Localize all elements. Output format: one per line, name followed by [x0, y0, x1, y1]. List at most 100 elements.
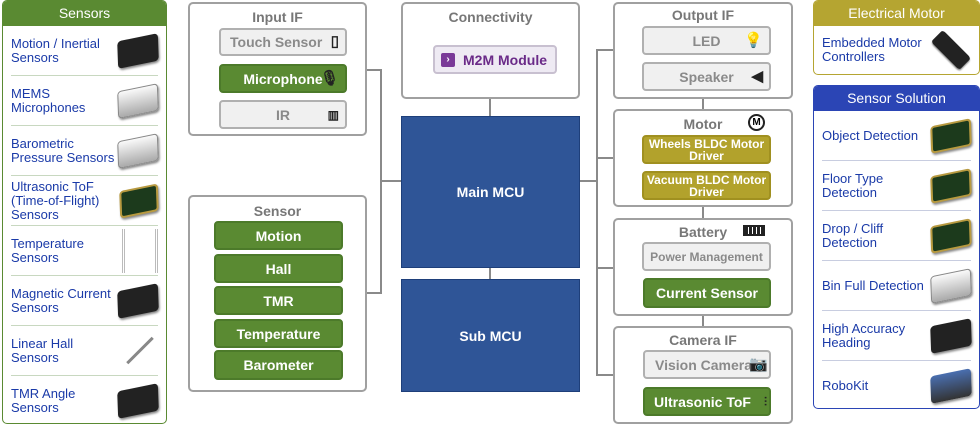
motion-button[interactable]: Motion: [214, 221, 343, 250]
item-label: Embedded Motor Controllers: [822, 35, 922, 64]
battery-title: Battery: [678, 224, 728, 240]
motor-box: Motor M Wheels BLDC Motor Driver Vacuum …: [613, 109, 793, 207]
drop-cliff-detection-link[interactable]: Drop / Cliff Detection: [822, 211, 972, 261]
ir-button[interactable]: IR ▥: [219, 100, 347, 129]
item-label: Floor Type Detection: [822, 170, 884, 200]
input-if-title: Input IF: [252, 9, 303, 25]
chip-image: [930, 167, 972, 204]
microphone-icon: 🎙: [319, 69, 339, 87]
sensor-link-magnetic[interactable]: Magnetic Current Sensors: [11, 276, 159, 326]
item-label: Bin Full Detection: [822, 277, 924, 293]
board-image: [930, 368, 972, 404]
soundwave-icon: ⫶: [763, 394, 767, 409]
motor-icon: M: [748, 114, 765, 131]
tmr-button[interactable]: TMR: [214, 286, 343, 315]
sensor-link-tmr[interactable]: TMR Angle Sensors: [11, 376, 159, 423]
chip-image: [117, 32, 159, 69]
chip-image: [117, 282, 159, 319]
barometer-button[interactable]: Barometer: [214, 350, 343, 380]
sensor-link-linear-hall[interactable]: Linear Hall Sensors: [11, 326, 158, 376]
item-label: Barometric Pressure Sensors: [11, 135, 115, 165]
microphone-button[interactable]: Microphone🎙: [219, 64, 347, 93]
wheels-bldc-button[interactable]: Wheels BLDC Motor Driver: [642, 135, 771, 164]
sensors-panel-title: Sensors: [3, 1, 166, 26]
power-management-button[interactable]: Power Management: [642, 242, 771, 271]
sensor-link-ultrasonic[interactable]: Ultrasonic ToF (Time-of-Flight) Sensors: [11, 176, 159, 226]
chip-image: [117, 132, 159, 169]
floor-type-detection-link[interactable]: Floor Type Detection: [822, 161, 972, 211]
sensor-solution-panel: Sensor Solution Object Detection Floor T…: [813, 85, 980, 409]
temperature-button[interactable]: Temperature: [214, 319, 343, 348]
item-label: Temperature Sensors: [11, 235, 84, 265]
electrical-motor-panel: Electrical Motor Embedded Motor Controll…: [813, 0, 980, 75]
sensor-box: Sensor Motion Hall TMR Temperature Barom…: [188, 195, 367, 392]
vacuum-bldc-button[interactable]: Vacuum BLDC Motor Driver: [642, 171, 771, 200]
m2m-module-button[interactable]: › M2M Module: [433, 45, 557, 74]
object-detection-link[interactable]: Object Detection: [822, 111, 972, 161]
battery-icon: [743, 225, 765, 236]
item-label: High Accuracy Heading: [822, 320, 906, 350]
speaker-button[interactable]: Speaker ◀: [642, 62, 771, 91]
hall-button[interactable]: Hall: [214, 254, 343, 283]
camera-if-box: Camera IF Vision Camera📷 Ultrasonic ToF ⫶: [613, 326, 793, 424]
label: IR: [276, 106, 290, 123]
chip-image: [119, 182, 159, 219]
label: Ultrasonic ToF: [654, 393, 751, 410]
chip-image: [930, 29, 972, 71]
sub-mcu-block[interactable]: Sub MCU: [401, 279, 580, 392]
light-bulb-icon: 💡: [744, 31, 763, 49]
item-label: MEMS Microphones: [11, 85, 86, 115]
chip-image: [930, 267, 972, 304]
vision-camera-button[interactable]: Vision Camera📷: [643, 350, 771, 379]
item-label: Ultrasonic ToF (Time-of-Flight) Sensors: [11, 178, 100, 222]
label: M2M Module: [463, 51, 547, 68]
sensor-link-temperature[interactable]: Temperature Sensors: [11, 226, 158, 276]
robokit-link[interactable]: RoboKit: [822, 361, 972, 408]
sensors-panel: Sensors Motion / Inertial Sensors MEMS M…: [2, 0, 167, 424]
bin-full-detection-link[interactable]: Bin Full Detection: [822, 261, 972, 311]
connectivity-title: Connectivity: [448, 9, 533, 25]
high-accuracy-heading-link[interactable]: High Accuracy Heading: [822, 311, 972, 361]
chip-image: [117, 82, 159, 119]
item-label: TMR Angle Sensors: [11, 386, 76, 415]
sensor-link-mems[interactable]: MEMS Microphones: [11, 76, 159, 126]
item-label: Object Detection: [822, 127, 919, 143]
chevron-right-icon: ›: [441, 52, 455, 67]
item-label: Magnetic Current Sensors: [11, 285, 111, 315]
battery-box: Battery Power Management Current Sensor: [613, 218, 793, 316]
sensor-link-barometric[interactable]: Barometric Pressure Sensors: [11, 126, 159, 176]
main-mcu-block[interactable]: Main MCU: [401, 116, 580, 268]
item-label: RoboKit: [822, 378, 869, 393]
chip-image: [930, 317, 972, 354]
output-if-title: Output IF: [671, 7, 735, 23]
chip-image: [117, 383, 159, 419]
ultrasonic-tof-button[interactable]: Ultrasonic ToF ⫶: [643, 387, 771, 416]
label: Touch Sensor: [230, 34, 323, 50]
connectivity-box: Connectivity › M2M Module: [401, 2, 580, 99]
label: Microphone: [243, 70, 323, 87]
sensor-link-motion[interactable]: Motion / Inertial Sensors: [11, 26, 159, 76]
speaker-icon: ◀: [751, 67, 763, 85]
item-label: Drop / Cliff Detection: [822, 220, 884, 250]
item-label: Motion / Inertial Sensors: [11, 35, 100, 65]
led-button[interactable]: LED 💡: [642, 26, 771, 55]
camera-icon: 📷: [749, 355, 768, 373]
item-label: Linear Hall Sensors: [11, 335, 74, 365]
input-if-box: Input IF Touch Sensor ▯ Microphone🎙 IR ▥: [188, 2, 367, 136]
touch-sensor-button[interactable]: Touch Sensor ▯: [219, 28, 347, 56]
embedded-motor-controllers-link[interactable]: Embedded Motor Controllers: [822, 25, 972, 74]
to92-image: [126, 336, 154, 365]
label: Speaker: [679, 68, 734, 85]
camera-if-title: Camera IF: [669, 332, 737, 348]
output-if-box: Output IF LED 💡 Speaker ◀: [613, 2, 793, 99]
sensor-title: Sensor: [253, 203, 302, 219]
chip-image: [930, 117, 972, 154]
label: Vision Camera: [655, 356, 753, 373]
remote-icon: ▥: [327, 107, 339, 122]
chip-image: [930, 217, 972, 254]
current-sensor-button[interactable]: Current Sensor: [643, 278, 771, 308]
label: LED: [692, 32, 721, 49]
electrical-motor-title: Electrical Motor: [814, 1, 979, 26]
thermistor-image: [122, 228, 158, 273]
touch-icon: ▯: [330, 33, 339, 50]
